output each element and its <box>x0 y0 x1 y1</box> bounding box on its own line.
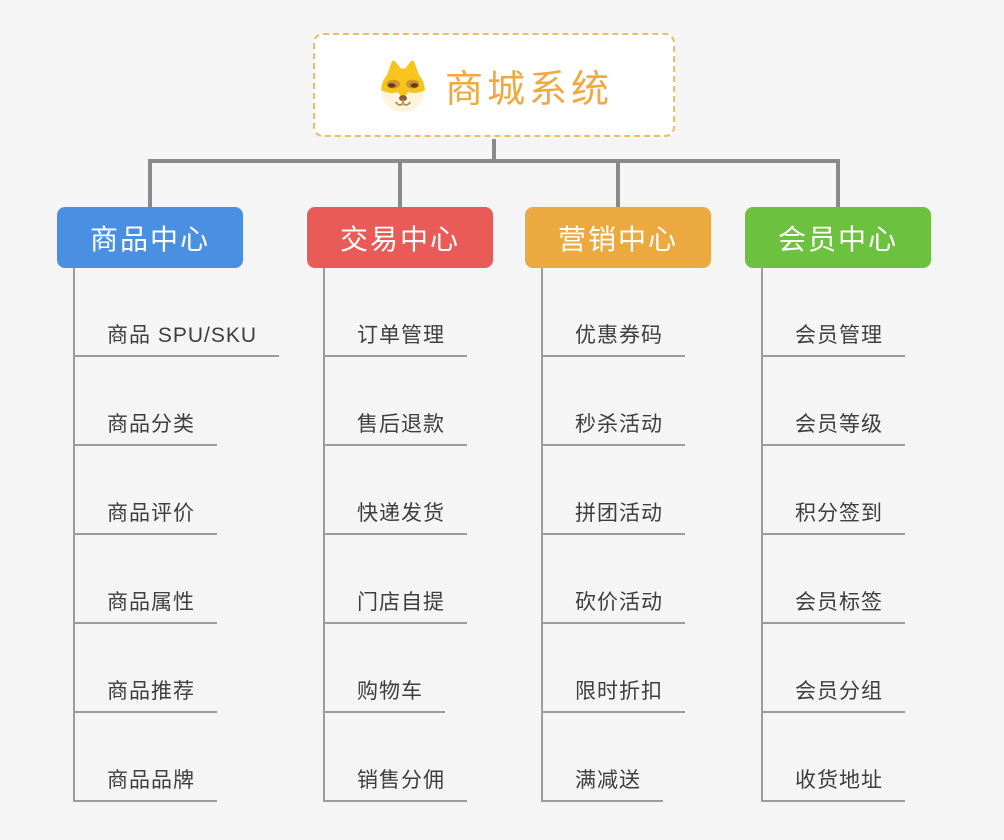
leaf-node[interactable]: 拼团活动 <box>541 491 685 535</box>
leaf-node[interactable]: 满减送 <box>541 758 663 802</box>
leaf-node[interactable]: 砍价活动 <box>541 580 685 624</box>
leaf-node[interactable]: 商品分类 <box>73 402 217 446</box>
leaf-node[interactable]: 商品品牌 <box>73 758 217 802</box>
leaf-node[interactable]: 售后退款 <box>323 402 467 446</box>
leaf-node[interactable]: 会员管理 <box>761 313 905 357</box>
connector-root-drop <box>492 139 496 163</box>
leaf-node[interactable]: 销售分佣 <box>323 758 467 802</box>
leaf-node[interactable]: 商品 SPU/SKU <box>73 313 280 357</box>
root-node-mall-system[interactable]: 商城系统 <box>313 33 675 137</box>
leaf-node[interactable]: 会员等级 <box>761 402 905 446</box>
doge-icon <box>381 60 425 113</box>
connector-horizontal-bar <box>148 159 840 163</box>
leaf-node[interactable]: 限时折扣 <box>541 669 685 713</box>
leaf-node[interactable]: 快递发货 <box>323 491 467 535</box>
connector-drop-branch-4 <box>836 159 840 207</box>
leaf-node[interactable]: 会员标签 <box>761 580 905 624</box>
leaf-node[interactable]: 门店自提 <box>323 580 467 624</box>
branch-node-trade-center[interactable]: 交易中心 <box>307 207 493 268</box>
leaf-node[interactable]: 商品属性 <box>73 580 217 624</box>
leaf-node[interactable]: 订单管理 <box>323 313 467 357</box>
leaf-node[interactable]: 优惠券码 <box>541 313 685 357</box>
root-title: 商城系统 <box>444 68 613 111</box>
branch-node-member-center[interactable]: 会员中心 <box>745 207 931 268</box>
leaf-node[interactable]: 购物车 <box>323 669 445 713</box>
leaf-node[interactable]: 收货地址 <box>761 758 905 802</box>
leaf-node[interactable]: 商品推荐 <box>73 669 217 713</box>
leaf-node[interactable]: 积分签到 <box>761 491 905 535</box>
leaf-node[interactable]: 秒杀活动 <box>541 402 685 446</box>
branch-node-marketing-center[interactable]: 营销中心 <box>525 207 711 268</box>
connector-drop-branch-3 <box>616 159 620 207</box>
branch-node-product-center[interactable]: 商品中心 <box>57 207 243 268</box>
connector-drop-branch-1 <box>148 159 152 207</box>
connector-drop-branch-2 <box>398 159 402 207</box>
leaf-node[interactable]: 会员分组 <box>761 669 905 713</box>
leaf-node[interactable]: 商品评价 <box>73 491 217 535</box>
